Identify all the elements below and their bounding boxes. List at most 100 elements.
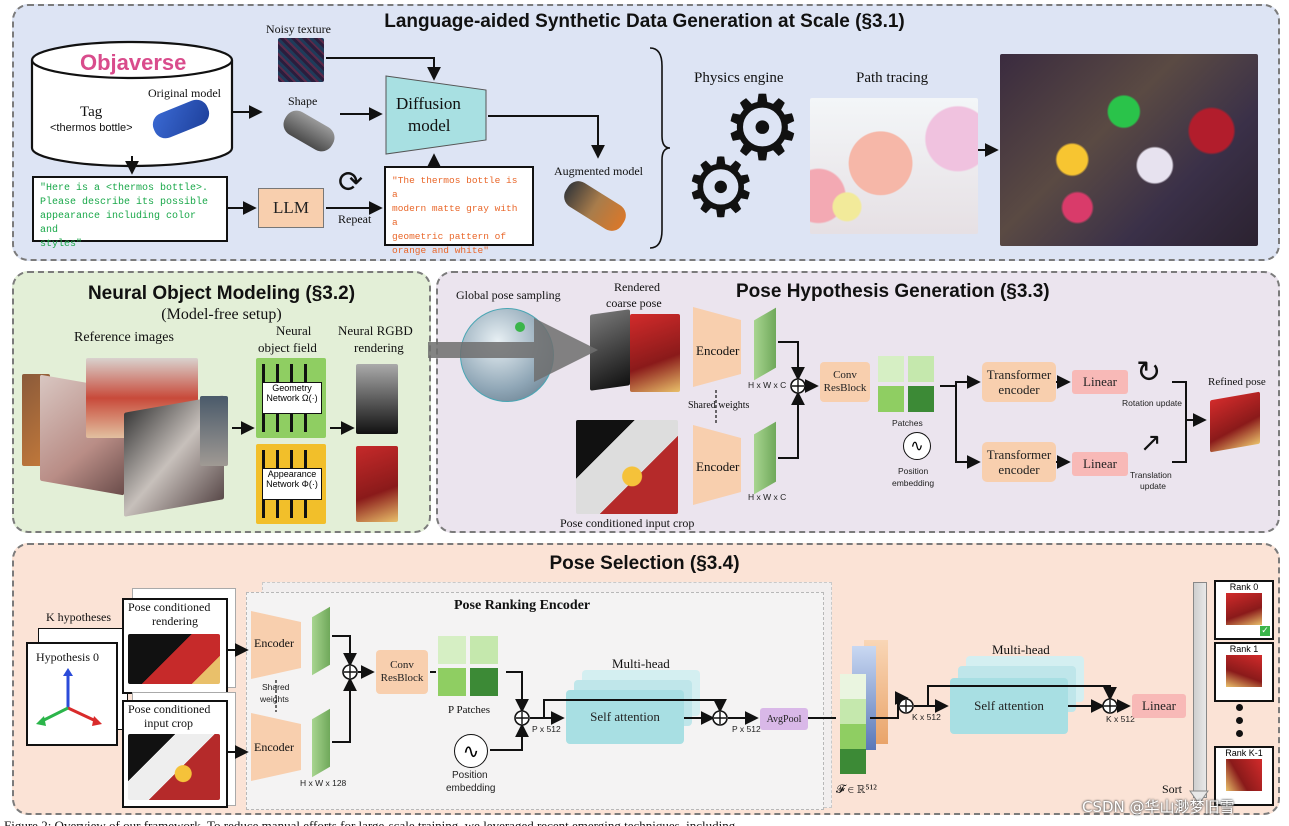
input-crop-label: Pose conditioned input crop (560, 516, 695, 530)
geometry-network-label: Geometry Network Ω(·) (262, 382, 322, 414)
feature-map-top-s4 (312, 606, 330, 676)
patches-grid-s3 (878, 356, 938, 416)
watermark: CSDN @华山渺梦旧雪 (1082, 798, 1235, 816)
linear-top-s3: Linear (1072, 370, 1128, 394)
rank0-card: Rank 0 ✓ (1214, 580, 1274, 640)
sort-label: Sort (1162, 782, 1183, 796)
appearance-network-block: Appearance Network Φ(·) (256, 444, 326, 524)
encoder-top-shape (693, 307, 741, 387)
conv-s3-line2: ResBlock (823, 382, 867, 394)
refined-pose-label: Refined pose (1208, 376, 1266, 388)
position-embedding-icon-s4: ∿ (454, 734, 488, 768)
prompt-line-3: appearance including color and (40, 211, 197, 236)
physics-engine-label: Physics engine (694, 70, 784, 86)
pos-s3-line2: embedding (892, 478, 935, 488)
objaverse-database-icon (30, 40, 234, 168)
response-line-3: geometric pattern of (392, 231, 507, 242)
augmented-model-label: Augmented model (554, 164, 643, 178)
rendered-color-image (630, 314, 680, 392)
pcr-label-line1: Pose conditioned (128, 600, 211, 614)
appearance-network-label: Appearance Network Φ(·) (262, 468, 322, 500)
encoder-bottom-shape (693, 425, 741, 505)
trans-top-line2: encoder (998, 382, 1040, 397)
repeat-label: Repeat (338, 212, 372, 226)
self-attention2: Self attention (950, 678, 1068, 734)
p-patches-label: P Patches (448, 704, 491, 716)
rank1-card: Rank 1 (1214, 642, 1274, 702)
conv-s4-line1: Conv (390, 659, 414, 671)
response-line-2: modern matte gray with a (392, 203, 518, 228)
k-hypotheses-label: K hypotheses (46, 610, 111, 624)
path-tracing-render (810, 98, 978, 234)
response-line-1: "The thermos bottle is a (392, 175, 518, 200)
tag-value: <thermos bottle> (50, 122, 133, 134)
objaverse-logo: Objaverse (80, 50, 187, 75)
geometry-label-line1: Geometry (272, 383, 312, 393)
translation-update-icon: ↗ (1140, 428, 1162, 458)
llm-response-box: "The thermos bottle is a modern matte gr… (384, 166, 534, 256)
feature-vector-front (840, 674, 866, 774)
response-line-4: orange and white" (392, 245, 489, 256)
position-embedding-icon-s3: ∿ (903, 432, 931, 460)
pci-label-line1: Pose conditioned (128, 702, 211, 716)
noisy-texture-image (278, 38, 324, 82)
section2-title: Neural Object Modeling (§3.2) (87, 283, 356, 304)
section2-subtitle: (Model-free setup) (161, 306, 282, 323)
refined-pose-image (1210, 391, 1260, 453)
global-pose-label: Global pose sampling (456, 288, 561, 302)
rgbd-color-render (356, 446, 398, 522)
ranking-encoder-label: Pose Ranking Encoder (454, 598, 591, 613)
repeat-icon: ⟳ (338, 165, 364, 200)
noisy-texture-label: Noisy texture (266, 22, 331, 36)
rgbd-depth-render (356, 364, 398, 434)
diffusion-label-line2: model (408, 116, 451, 135)
px512-b-label: P x 512 (732, 724, 761, 734)
diffusion-label-line1: Diffusion (396, 94, 461, 113)
hwc-bottom-label: H x W x C (748, 492, 787, 502)
neural-field-label-line2: object field (258, 340, 317, 355)
linear-bottom-s3: Linear (1072, 452, 1128, 476)
translation-label-line1: Translation (1130, 470, 1172, 480)
feature-space-label: 𝓕 ∈ ℝ⁵¹² (836, 782, 877, 796)
encoder-top-s4-label: Encoder (254, 636, 294, 650)
sort-bar (1193, 582, 1207, 798)
kx512-a-label: K x 512 (912, 712, 941, 722)
transformer-encoder-top: Transformer encoder (982, 362, 1056, 402)
original-model-label: Original model (148, 86, 221, 100)
patches-grid-s4 (438, 636, 502, 700)
conv-s3-line1: Conv (833, 369, 857, 381)
rotation-update-label: Rotation update (1122, 398, 1183, 408)
multihead1-label: Multi-head (612, 656, 670, 671)
tag-label: Tag (80, 104, 103, 120)
linear-s4: Linear (1132, 694, 1186, 718)
shared-s4-line2: weights (260, 694, 289, 704)
trans-bot-line2: encoder (998, 462, 1040, 477)
encoder-top-s4-shape (251, 611, 301, 679)
appearance-label-line2: Network Φ(·) (266, 479, 318, 489)
geometry-network-block: Geometry Network Ω(·) (256, 358, 326, 438)
figure-caption: Figure 2: Overview of our framework. To … (4, 818, 736, 826)
hw128-label: H x W x 128 (300, 778, 347, 788)
trans-bot-line1: Transformer (986, 447, 1052, 462)
shared-s4-line1: Shared (262, 682, 290, 692)
section3-title: Pose Hypothesis Generation (§3.3) (736, 281, 1050, 302)
rank0-label: Rank 0 (1229, 582, 1259, 592)
shape-label: Shape (288, 94, 318, 108)
hwc-top-label: H x W x C (748, 380, 787, 390)
gear-icon-small: ⚙ (684, 141, 758, 236)
encoder-bottom-s4-label: Encoder (254, 740, 294, 754)
avgpool-block: AvgPool (760, 708, 808, 730)
reference-image-5 (200, 396, 228, 466)
neural-field-label-line1: Neural (276, 323, 312, 338)
axes-icon (36, 668, 102, 726)
pcr-image (128, 634, 220, 684)
check-icon: ✓ (1260, 626, 1270, 636)
rendered-label-line2: coarse pose (606, 296, 662, 310)
pcr-label-line2: rendering (152, 614, 198, 628)
pci-label-line2: input crop (144, 716, 193, 730)
conv-resblock-s3: Conv ResBlock (820, 362, 870, 402)
sort-arrow-icon (1189, 790, 1209, 805)
gear-icon: ⚙ (722, 76, 803, 181)
hypothesis0-label: Hypothesis 0 (36, 650, 99, 664)
self-attention1: Self attention (566, 690, 684, 744)
